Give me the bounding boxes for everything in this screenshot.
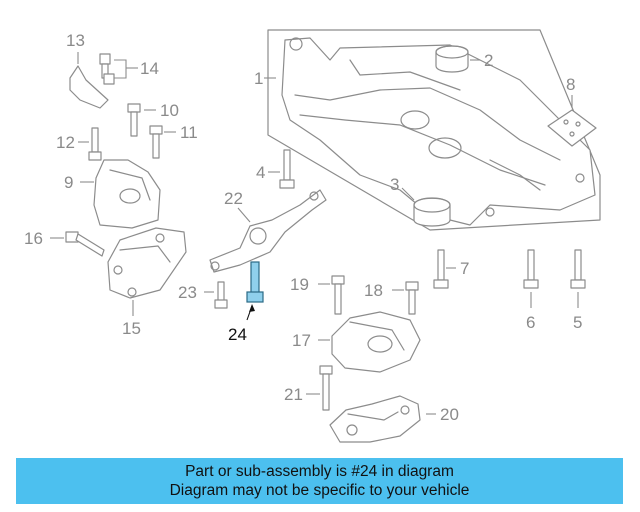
plate-part-8 <box>547 95 597 147</box>
callout-22: 22 <box>224 189 243 208</box>
bracket-part-20 <box>329 395 436 443</box>
callout-6: 6 <box>526 313 535 332</box>
callout-8: 8 <box>566 75 575 94</box>
bolt-part-14 <box>99 53 138 85</box>
bracket-part-15 <box>107 227 187 316</box>
callout-23: 23 <box>178 283 197 302</box>
callout-24: 24 <box>228 325 247 344</box>
callout-7: 7 <box>460 259 469 278</box>
subframe-part <box>267 29 601 231</box>
bolt-part-19 <box>318 275 345 315</box>
banner-line-1: Part or sub-assembly is #24 in diagram <box>185 463 454 480</box>
callout-21: 21 <box>284 385 303 404</box>
callout-17: 17 <box>292 331 311 350</box>
bolt-part-6 <box>523 249 539 308</box>
bushing-part-3 <box>401 187 451 227</box>
callout-9: 9 <box>64 173 73 192</box>
bolt-part-12 <box>78 127 102 161</box>
bolt-part-11 <box>149 125 176 159</box>
bolt-part-4 <box>268 149 295 189</box>
banner-line-2: Diagram may not be specific to your vehi… <box>169 482 470 499</box>
parts-diagram: 1 2 3 4 5 6 7 8 9 10 11 12 13 14 15 16 1… <box>24 29 601 443</box>
bolt-part-10 <box>127 103 156 137</box>
callout-15: 15 <box>122 319 141 338</box>
callout-18: 18 <box>364 281 383 300</box>
callout-16: 16 <box>24 229 43 248</box>
callout-4: 4 <box>256 163 265 182</box>
bolt-part-16 <box>50 231 105 257</box>
bolt-part-21 <box>306 365 333 411</box>
info-banner: Part or sub-assembly is #24 in diagram D… <box>16 458 623 504</box>
bushing-part-2 <box>435 45 480 73</box>
callout-10: 10 <box>160 101 179 120</box>
callout-5: 5 <box>573 313 582 332</box>
callout-1: 1 <box>254 69 263 88</box>
callout-12: 12 <box>56 133 75 152</box>
bolt-part-18 <box>392 281 419 315</box>
callout-2: 2 <box>484 51 493 70</box>
callout-19: 19 <box>290 275 309 294</box>
bracket-part-13 <box>69 52 109 109</box>
torque-arm-part-22 <box>209 189 327 273</box>
bolt-part-7 <box>433 249 456 289</box>
callout-20: 20 <box>440 405 459 424</box>
bolt-part-5 <box>570 249 586 308</box>
callout-3: 3 <box>390 175 399 194</box>
mount-part-17 <box>318 311 421 373</box>
callout-14: 14 <box>140 59 159 78</box>
callout-11: 11 <box>180 123 198 142</box>
bolt-part-23 <box>204 281 228 309</box>
mount-part-9 <box>80 159 161 229</box>
callout-13: 13 <box>66 31 85 50</box>
bolt-part-24-highlighted <box>246 261 264 321</box>
